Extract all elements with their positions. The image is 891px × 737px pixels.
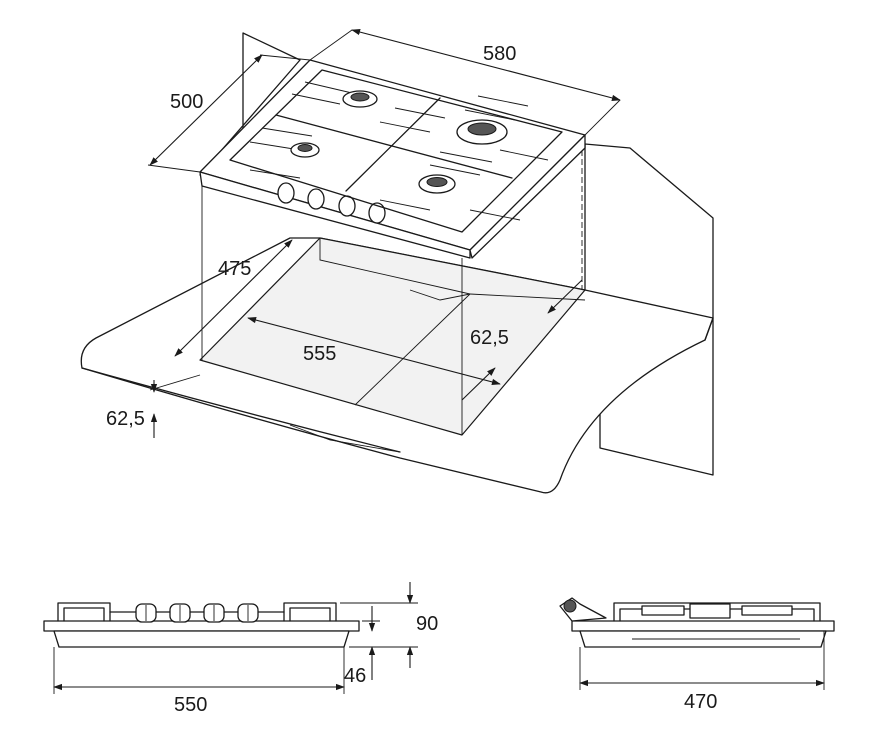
pan-support-side <box>613 602 821 622</box>
isometric-view: 580 500 475 555 62,5 62,5 <box>80 28 714 494</box>
dim-62-5-rear <box>461 279 583 401</box>
burner-side <box>741 605 793 616</box>
hob-body <box>53 630 350 648</box>
dim-580 <box>309 28 621 136</box>
knob <box>307 188 325 210</box>
label-width-470: 470 <box>684 691 717 713</box>
pan-support-right-inner <box>289 607 331 622</box>
label-cutout-475: 475 <box>218 258 251 280</box>
cutout-inner-1 <box>319 238 471 295</box>
hob-plate <box>43 620 360 632</box>
under-worktop <box>289 424 401 453</box>
hob-plate-side <box>571 620 835 632</box>
pan-support-left <box>57 602 111 622</box>
dim-475 <box>174 239 293 357</box>
pan-supports <box>229 69 563 233</box>
dim-500 <box>147 54 311 173</box>
cutout-inner-4 <box>409 289 471 301</box>
burner-side <box>689 603 731 619</box>
pan-support-right <box>283 602 337 622</box>
cutout-inner-2 <box>469 293 586 301</box>
knob <box>338 195 356 217</box>
side-elevation: 470 <box>559 597 835 713</box>
label-cutout-555: 555 <box>303 343 336 365</box>
knob <box>368 202 386 224</box>
label-depth-500: 500 <box>170 91 203 113</box>
label-height-46: 46 <box>344 665 366 687</box>
label-height-90: 90 <box>416 613 438 635</box>
hob-side <box>469 134 586 259</box>
label-front-62-5: 62,5 <box>106 408 145 430</box>
worktop-edge <box>81 367 401 453</box>
knob-side-cap <box>563 599 577 613</box>
burner-cap <box>426 177 448 187</box>
front-elevation: 90 46 550 <box>43 582 438 716</box>
label-width-550: 550 <box>174 694 207 716</box>
control-knobs <box>277 182 386 224</box>
label-width-580: 580 <box>483 43 516 65</box>
burner-side <box>641 605 685 616</box>
dim-555 <box>247 317 501 385</box>
front-knobs <box>135 603 259 623</box>
pan-support-left-inner <box>63 607 105 622</box>
label-rear-62-5: 62,5 <box>470 327 509 349</box>
hob-front <box>199 171 471 259</box>
worktop-right-edge <box>704 317 714 341</box>
knob <box>277 182 295 204</box>
burner-cap <box>350 92 370 102</box>
dim-62-5-front <box>149 374 201 438</box>
burner-cap <box>297 144 313 152</box>
burner-cap <box>467 122 497 136</box>
